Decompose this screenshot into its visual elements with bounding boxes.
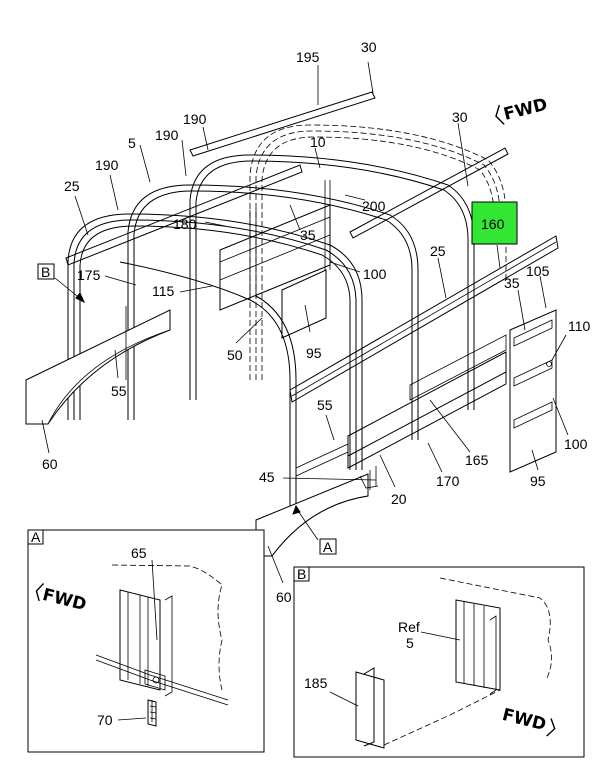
body-frame-assembly: [25, 61, 569, 584]
callout-175: 175: [77, 267, 101, 283]
callout-110: 110: [568, 318, 591, 334]
view-tag-a-main-text: A: [323, 539, 333, 555]
callout-ref-5: 5: [406, 635, 414, 651]
callout-165: 165: [465, 452, 489, 468]
callout-60-left: 60: [42, 456, 58, 472]
callout-30-right: 30: [452, 109, 468, 125]
view-tag-a-inset: A: [27, 529, 44, 545]
callout-200: 200: [362, 198, 386, 214]
callout-115: 115: [152, 283, 175, 299]
callout-190-b: 190: [155, 127, 179, 143]
callout-10: 10: [310, 134, 326, 150]
callout-95-right: 95: [530, 473, 546, 489]
callout-170: 170: [436, 473, 460, 489]
detail-view-b: B Ref 5 185 FWD: [293, 566, 585, 758]
callout-195: 195: [296, 49, 320, 65]
callout-100-center: 100: [363, 266, 387, 282]
callout-160: 160: [481, 216, 505, 232]
fwd-indicator-main: FWD: [495, 95, 550, 125]
callout-60-lower: 60: [276, 589, 292, 605]
view-tag-a-main: A: [319, 538, 337, 555]
detail-view-a: A 65 70 FWD: [27, 529, 265, 753]
callout-35-right: 35: [504, 275, 520, 291]
callout-185: 185: [304, 675, 328, 691]
view-tag-b-main-text: B: [41, 264, 50, 280]
callout-70: 70: [97, 712, 113, 728]
callout-25-right: 25: [430, 243, 446, 259]
callout-55-lower: 55: [317, 397, 333, 413]
callout-160-highlight: 160: [471, 201, 518, 245]
fwd-label-main: FWD: [502, 95, 550, 125]
callout-20: 20: [391, 491, 407, 507]
callout-55-left: 55: [111, 383, 127, 399]
callout-25-left: 25: [64, 178, 80, 194]
callout-30-top: 30: [361, 39, 377, 55]
callout-180: 180: [173, 216, 197, 232]
callout-labels: 195 30 30 190 190 190 5 25 10 200 180 35…: [37, 39, 591, 605]
view-tag-a-inset-text: A: [31, 529, 41, 545]
view-tag-b-main: B: [37, 263, 55, 280]
callout-190-a: 190: [183, 111, 207, 127]
callout-45: 45: [259, 469, 275, 485]
callout-ref: Ref: [398, 619, 420, 635]
callout-50: 50: [227, 347, 243, 363]
view-tag-b-inset: B: [293, 566, 310, 582]
callout-100-right: 100: [564, 436, 588, 452]
callout-35-center: 35: [300, 227, 316, 243]
callout-95-center: 95: [306, 345, 322, 361]
callout-105: 105: [526, 263, 550, 279]
view-tag-b-inset-text: B: [297, 566, 306, 582]
callout-190-c: 190: [95, 157, 119, 173]
callout-65: 65: [131, 545, 147, 561]
callout-5: 5: [128, 135, 136, 151]
